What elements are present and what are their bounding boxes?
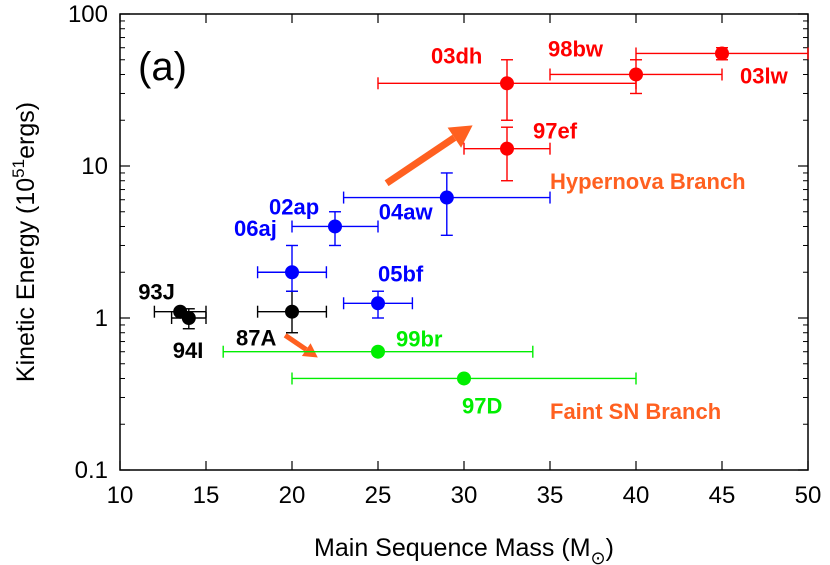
point-label-87A: 87A (236, 326, 276, 351)
x-tick-label: 35 (537, 482, 564, 509)
point-97ef (500, 141, 514, 156)
faint-branch-label: Faint SN Branch (550, 399, 721, 424)
y-tick-label: 1 (95, 305, 108, 332)
point-05bf (371, 296, 385, 311)
point-03dh (500, 76, 514, 91)
plot-area (119, 13, 809, 471)
hypernova-arrow-head (447, 125, 473, 148)
x-tick-label: 30 (451, 482, 478, 509)
point-label-98bw: 98bw (548, 36, 604, 61)
point-label-03dh: 03dh (431, 43, 482, 68)
point-06aj (285, 265, 299, 280)
point-label-03lw: 03lw (740, 63, 789, 88)
point-label-02ap: 02ap (269, 194, 319, 219)
x-tick-label: 25 (365, 482, 392, 509)
x-tick-label: 40 (623, 482, 650, 509)
point-label-99br: 99br (396, 327, 443, 352)
x-tick-label: 15 (193, 482, 220, 509)
point-label-05bf: 05bf (378, 261, 424, 286)
y-tick-label: 0.1 (75, 457, 108, 484)
point-label-94I: 94I (173, 338, 204, 363)
hypernova-arrow-shaft (384, 134, 457, 187)
x-tick-label: 10 (107, 482, 134, 509)
point-label-04aw: 04aw (379, 200, 434, 225)
point-label-97D: 97D (462, 393, 502, 418)
point-label-93J: 93J (138, 280, 175, 305)
y-axis-label: Kinetic Energy (1051ergs) (9, 102, 40, 382)
point-98bw (629, 67, 643, 82)
x-axis-label: Main Sequence Mass (M⊙) (314, 534, 614, 565)
x-tick-label: 45 (709, 482, 736, 509)
point-02ap (328, 219, 342, 234)
y-tick-label: 100 (68, 1, 108, 28)
point-97D (457, 371, 471, 386)
y-tick-label: 10 (81, 153, 108, 180)
point-99br (371, 344, 385, 359)
point-87A (285, 304, 299, 319)
point-label-97ef: 97ef (533, 119, 578, 144)
panel-label: (a) (138, 45, 187, 89)
hypernova-branch-label: Hypernova Branch (550, 169, 746, 194)
point-label-06aj: 06aj (234, 216, 277, 241)
x-tick-label: 50 (795, 482, 822, 509)
point-04aw (439, 190, 454, 205)
point-03lw (715, 46, 729, 61)
faint-arrow-shaft (283, 333, 308, 352)
point-94I (181, 311, 196, 325)
faint-arrow-head (301, 343, 318, 358)
x-tick-label: 20 (279, 482, 306, 509)
